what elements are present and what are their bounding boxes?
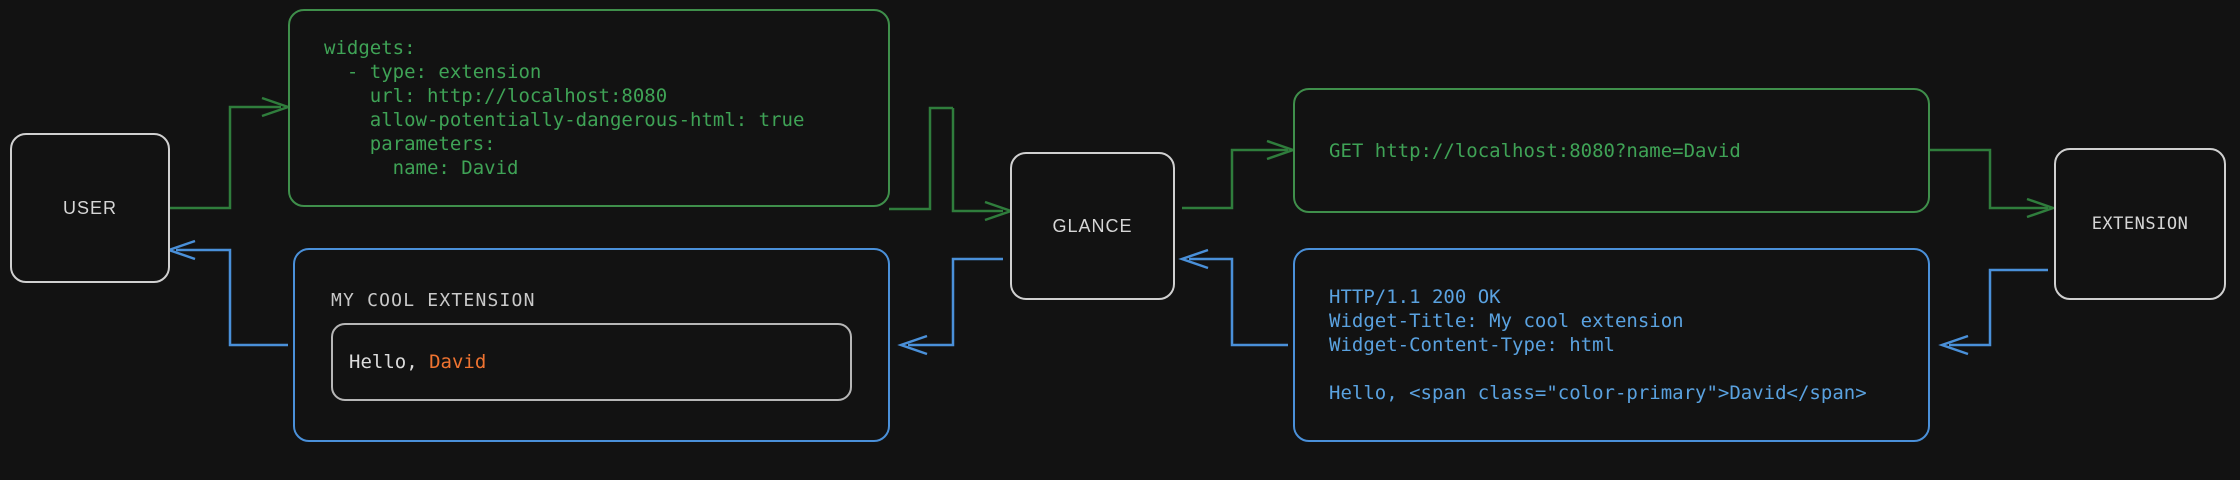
arrowhead-extension-in — [2026, 197, 2057, 219]
http-request-text: GET http://localhost:8080?name=David — [1329, 139, 1741, 162]
wire-widget-to-user — [176, 248, 288, 347]
wire-request-to-extension — [1930, 148, 2048, 210]
wire-config-elbow-glance — [951, 108, 1003, 213]
wire-extension-to-response — [1949, 268, 2048, 347]
arrowhead-config-in — [261, 96, 292, 118]
node-glance-label: GLANCE — [1052, 215, 1133, 236]
node-glance[interactable]: GLANCE — [1010, 152, 1175, 300]
message-config-yaml[interactable]: widgets: - type: extension url: http://l… — [288, 9, 890, 207]
wire-user-to-config — [170, 105, 281, 210]
arrowhead-glance-in-blue — [1178, 248, 1209, 270]
wire-glance-to-widget — [908, 257, 1003, 347]
node-user[interactable]: USER — [10, 133, 170, 283]
widget-preview-card[interactable]: Hello, David — [331, 322, 852, 401]
node-extension[interactable]: EXTENSION — [2054, 148, 2226, 300]
widget-greeting-name: David — [429, 350, 487, 373]
http-response-text: HTTP/1.1 200 OK Widget-Title: My cool ex… — [1329, 286, 1867, 404]
arrowhead-widget-in — [897, 334, 928, 356]
wire-config-to-glance — [889, 106, 953, 211]
message-rendered-widget[interactable]: MY COOL EXTENSION Hello, David — [293, 248, 890, 442]
widget-title: MY COOL EXTENSION — [331, 289, 536, 311]
arrowhead-response-in — [1938, 334, 1969, 356]
arrowhead-user-in — [165, 239, 196, 261]
widget-greeting: Hello, David — [333, 351, 486, 373]
wire-response-to-glance — [1189, 257, 1288, 347]
wire-glance-to-request — [1182, 148, 1288, 210]
message-http-response[interactable]: HTTP/1.1 200 OK Widget-Title: My cool ex… — [1293, 248, 1930, 442]
message-http-request[interactable]: GET http://localhost:8080?name=David — [1293, 88, 1930, 213]
widget-greeting-prefix: Hello, — [349, 350, 430, 373]
node-user-label: USER — [62, 197, 117, 218]
arrowhead-glance-in-green — [984, 200, 1015, 222]
arrowhead-request-in — [1266, 139, 1297, 161]
node-extension-label: EXTENSION — [2091, 214, 2189, 234]
config-yaml-text: widgets: - type: extension url: http://l… — [324, 37, 805, 179]
